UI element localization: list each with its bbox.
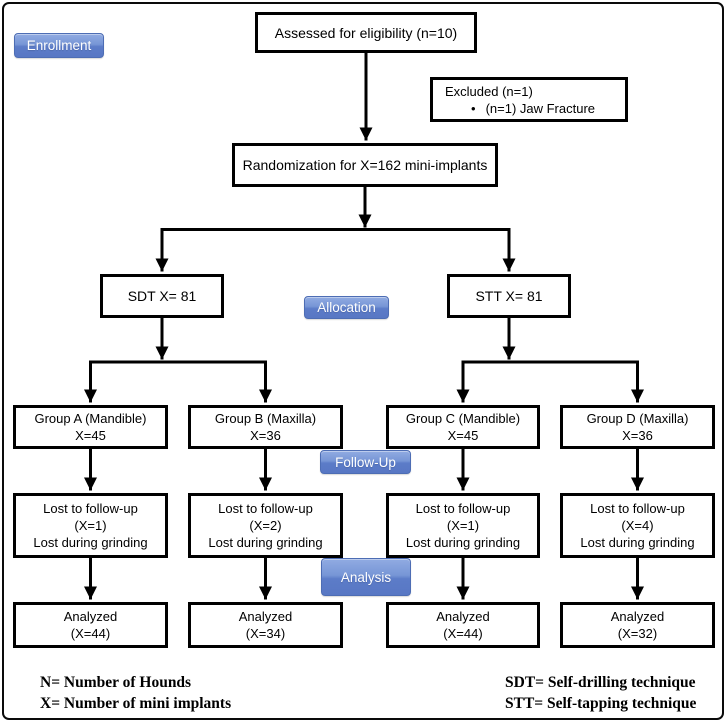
lost-3-line2: (X=1) [446,518,480,533]
bullet-icon: • [471,100,476,116]
randomization-label: Randomization for X=162 mini-implants [242,157,488,173]
lost-1-line2: (X=1) [74,518,107,533]
sdt-box: SDT X= 81 [100,274,224,318]
lost-followup-box-4: Lost to follow-up (X=4) Lost during grin… [560,493,715,558]
group-b-count: X=36 [250,428,281,443]
analyzed-1-label: Analyzed [63,609,118,624]
legend-stt: STT= Self-tapping technique [505,695,697,712]
excluded-box: Excluded (n=1) • (n=1) Jaw Fracture [430,77,628,122]
enrollment-badge: Enrollment [14,33,104,58]
analyzed-4-count: (X=32) [617,626,658,641]
analyzed-box-3: Analyzed (X=44) [386,602,540,648]
excluded-bullet-row: • (n=1) Jaw Fracture [445,100,595,117]
analyzed-1-count: (X=44) [70,626,111,641]
lost-4-line1: Lost to follow-up [590,501,685,516]
excluded-item: (n=1) Jaw Fracture [485,100,596,116]
legend-right: SDT= Self-drilling technique STT= Self-t… [505,672,696,714]
analyzed-2-count: (X=34) [245,626,286,641]
lost-2-line3: Lost during grinding [208,535,323,550]
excluded-title: Excluded (n=1) [445,83,533,99]
allocation-badge: Allocation [304,296,389,319]
lost-4-line3: Lost during grinding [580,535,695,550]
group-d-count: X=36 [622,428,653,443]
stt-box: STT X= 81 [447,274,571,318]
group-c-count: X=45 [447,428,479,443]
lost-2-line1: Lost to follow-up [218,501,313,516]
lost-followup-box-1: Lost to follow-up (X=1) Lost during grin… [13,493,168,558]
group-a-count: X=45 [75,428,106,443]
analyzed-box-4: Analyzed (X=32) [560,602,715,648]
assessed-box: Assessed for eligibility (n=10) [255,12,477,53]
analyzed-box-2: Analyzed (X=34) [188,602,343,648]
analyzed-2-label: Analyzed [238,609,293,624]
legend-sdt: SDT= Self-drilling technique [505,674,696,691]
group-b-title: Group B (Maxilla) [214,411,317,426]
randomization-box: Randomization for X=162 mini-implants [232,143,498,187]
group-b-box: Group B (Maxilla) X=36 [188,405,343,449]
analyzed-box-1: Analyzed (X=44) [13,602,168,648]
stt-label: STT X= 81 [475,288,543,304]
lost-followup-box-3: Lost to follow-up (X=1) Lost during grin… [386,493,540,558]
legend-left: N= Number of Hounds X= Number of mini im… [40,672,231,714]
lost-1-line3: Lost during grinding [33,535,148,550]
group-d-title: Group D (Maxilla) [586,411,689,426]
group-d-box: Group D (Maxilla) X=36 [560,405,715,449]
lost-3-line1: Lost to follow-up [415,501,511,516]
analyzed-3-label: Analyzed [436,609,490,624]
analysis-badge: Analysis [321,558,411,596]
analyzed-4-label: Analyzed [610,609,665,624]
lost-4-line2: (X=4) [621,518,654,533]
legend-n: N= Number of Hounds [40,674,192,691]
analyzed-3-count: (X=44) [443,626,483,641]
group-a-title: Group A (Mandible) [34,411,147,426]
lost-3-line3: Lost during grinding [405,535,521,550]
lost-1-line1: Lost to follow-up [43,501,138,516]
lost-2-line2: (X=2) [249,518,282,533]
group-c-title: Group C (Mandible) [405,411,521,426]
followup-badge: Follow-Up [320,450,411,474]
assessed-label: Assessed for eligibility (n=10) [274,24,458,41]
lost-followup-box-2: Lost to follow-up (X=2) Lost during grin… [188,493,343,558]
group-c-box: Group C (Mandible) X=45 [386,405,540,449]
group-a-box: Group A (Mandible) X=45 [13,405,168,449]
legend-x: X= Number of mini implants [40,695,232,712]
sdt-label: SDT X= 81 [127,288,197,304]
